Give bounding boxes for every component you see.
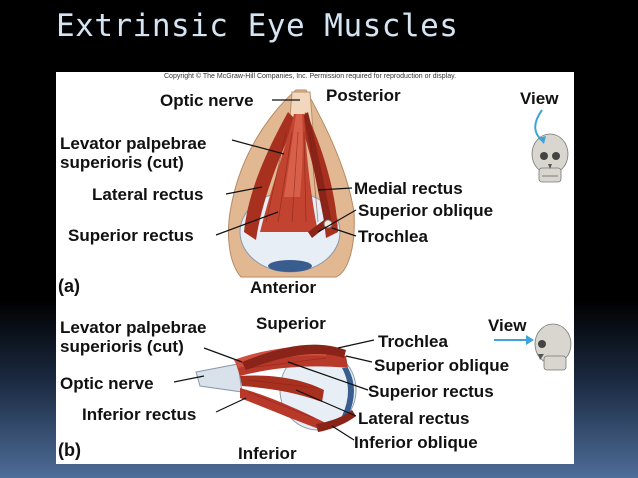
lateral-rectus-label-b: Lateral rectus xyxy=(358,409,470,428)
iris-b xyxy=(342,368,354,416)
iris-a xyxy=(268,260,312,272)
leader-lines-a xyxy=(215,99,357,237)
levator-label-a-line2: superioris (cut) xyxy=(60,153,184,172)
inferior-label: Inferior xyxy=(238,444,297,463)
view-label-b: View xyxy=(488,316,527,335)
inferior-rectus-muscle-b xyxy=(240,388,328,430)
trochlea-label-b: Trochlea xyxy=(378,332,448,351)
optic-nerve-label-b: Optic nerve xyxy=(60,374,154,393)
orientation-label-posterior: Posterior xyxy=(326,86,401,105)
inferior-oblique-label-b: Inferior oblique xyxy=(354,433,478,452)
view-arrow-a xyxy=(534,109,543,141)
superior-oblique-label-a: Superior oblique xyxy=(358,201,494,220)
panel-a-letter: (a) xyxy=(58,276,80,296)
superior-rectus-label-a: Superior rectus xyxy=(68,226,194,245)
inferior-oblique-muscle-b xyxy=(316,410,356,432)
medial-rectus-label-a: Medial rectus xyxy=(354,179,463,198)
skull-icon-a xyxy=(531,133,569,183)
levator-label-b-line2: superioris (cut) xyxy=(60,337,184,356)
anatomy-illustration xyxy=(173,89,572,441)
optic-nerve-label-a: Optic nerve xyxy=(160,91,254,110)
optic-nerve-b xyxy=(195,363,243,393)
copyright-notice: Copyright © The McGraw-Hill Companies, I… xyxy=(164,73,457,80)
panel-b-letter: (b) xyxy=(58,440,81,460)
panel-b-illustration xyxy=(173,323,572,441)
anatomy-figure: Copyright © The McGraw-Hill Companies, I… xyxy=(56,72,574,464)
leader-lines-b xyxy=(173,339,375,441)
superior-oblique-muscle-b xyxy=(242,344,346,370)
superior-rectus-label-b: Superior rectus xyxy=(368,382,494,401)
inferior-rectus-label-b: Inferior rectus xyxy=(82,405,197,424)
skull-icon-b xyxy=(534,323,572,371)
trochlea-label-a: Trochlea xyxy=(358,227,428,246)
levator-label-b-line1: Levator palpebrae xyxy=(60,318,207,337)
anterior-label: Anterior xyxy=(250,278,317,297)
lateral-rectus-label-a: Lateral rectus xyxy=(92,185,204,204)
superior-label: Superior xyxy=(256,314,326,333)
superior-oblique-label-b: Superior oblique xyxy=(374,356,510,375)
lateral-rectus-muscle-b xyxy=(240,375,324,402)
view-label-a: View xyxy=(520,89,559,108)
slide-title: Extrinsic Eye Muscles xyxy=(56,8,459,44)
levator-label-a-line1: Levator palpebrae xyxy=(60,134,207,153)
panel-a-illustration xyxy=(215,89,569,278)
